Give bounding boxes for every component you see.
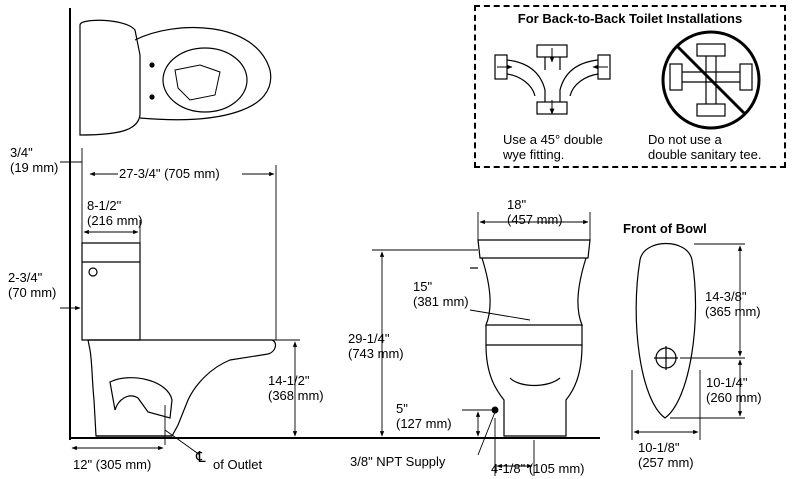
- dim-front-width-metric: (457 mm): [507, 212, 563, 227]
- dim-top-offset-imperial: 3/4": [10, 145, 33, 160]
- good-caption-line2: wye fitting.: [503, 147, 565, 162]
- dim-supply-offset: 4-1/8" (105 mm): [491, 461, 585, 476]
- bowl-title: Front of Bowl: [623, 221, 707, 236]
- bowl-top-drawing: [635, 242, 697, 419]
- supply-label: 3/8" NPT Supply: [350, 454, 446, 469]
- dim-bowl-outlet-imperial: 10-1/4": [706, 375, 748, 390]
- dim-supply-height-metric: (127 mm): [396, 416, 452, 431]
- good-caption-line1: Use a 45° double: [503, 132, 603, 147]
- dim-rim-height-imperial: 14-1/2": [268, 373, 310, 388]
- inset-title: For Back-to-Back Toilet Installations: [517, 11, 743, 26]
- bad-caption-line2: double sanitary tee.: [648, 147, 762, 162]
- dimension-lines: [60, 148, 745, 476]
- back-to-back-inset: [474, 5, 786, 168]
- flow-arrows: [497, 48, 608, 115]
- dim-seat-height-metric: (381 mm): [413, 294, 469, 309]
- dim-top-offset-metric: (19 mm): [10, 160, 59, 175]
- dim-bowl-length-metric: (365 mm): [705, 304, 761, 319]
- dim-rim-height-metric: (368 mm): [268, 388, 324, 403]
- bad-caption-line1: Do not use a: [648, 132, 722, 147]
- bad-fitting-drawing: [661, 30, 761, 130]
- dim-front-width-imperial: 18": [507, 197, 527, 212]
- side-view-drawing: [81, 242, 277, 437]
- outlet-label: of Outlet: [213, 457, 263, 472]
- dim-bowl-width-metric: (257 mm): [638, 455, 694, 470]
- front-view-drawing: [470, 239, 591, 437]
- dim-overall-height-metric: (743 mm): [348, 346, 404, 361]
- dim-tank-depth-imperial: 8-1/2": [87, 198, 122, 213]
- centerline-icon: ℄: [196, 449, 206, 466]
- dim-tank-offset-metric: (70 mm): [8, 285, 57, 300]
- dim-overall-height-imperial: 29-1/4": [348, 331, 390, 346]
- top-view-drawing: [79, 19, 272, 136]
- dim-bowl-width-imperial: 10-1/8": [638, 440, 680, 455]
- dim-tank-offset-imperial: 2-3/4": [8, 270, 43, 285]
- dim-tank-depth-metric: (216 mm): [87, 213, 143, 228]
- dim-bowl-length-imperial: 14-3/8": [705, 289, 747, 304]
- dim-rough-in: 12" (305 mm): [73, 457, 152, 472]
- dim-overall-depth: 27-3/4" (705 mm): [119, 166, 220, 181]
- dim-bowl-outlet-metric: (260 mm): [706, 390, 762, 405]
- dim-seat-height-imperial: 15": [413, 279, 433, 294]
- dim-supply-height-imperial: 5": [396, 401, 408, 416]
